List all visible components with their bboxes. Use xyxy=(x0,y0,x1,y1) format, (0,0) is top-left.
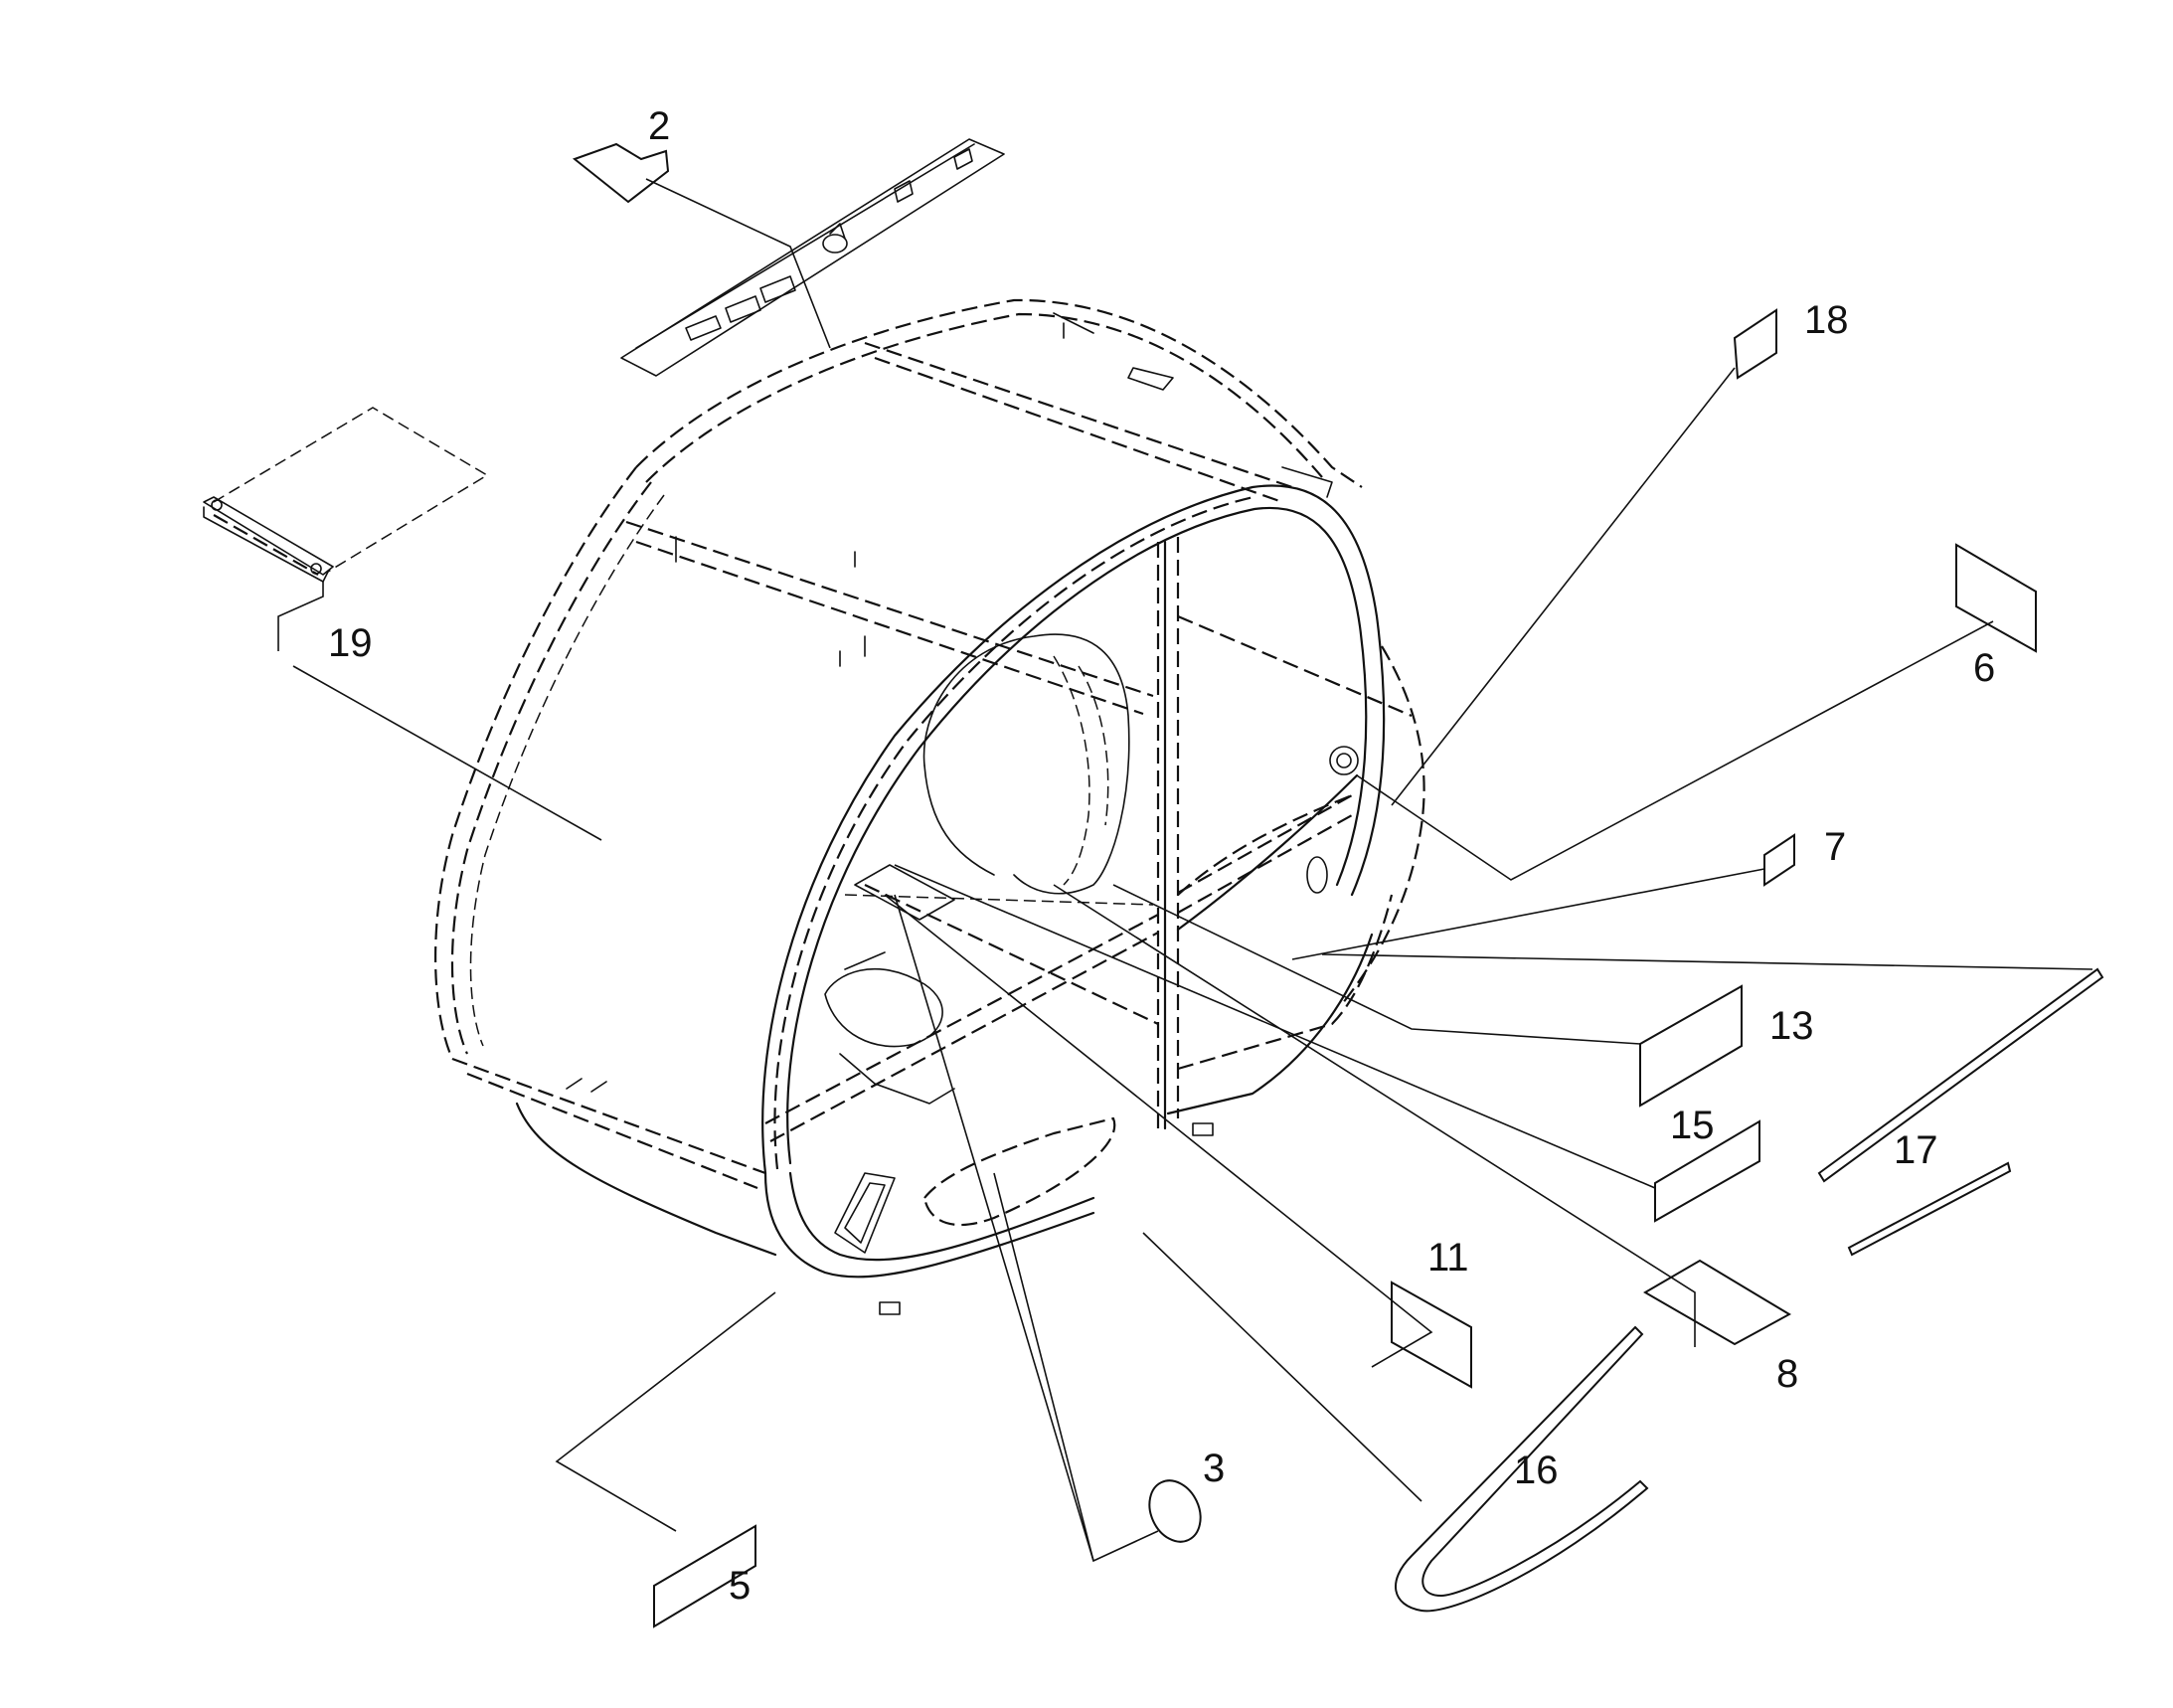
decal-7 xyxy=(1763,833,1795,887)
callout-2: 2 xyxy=(648,104,670,148)
callout-11: 11 xyxy=(1427,1236,1469,1280)
callout-8: 8 xyxy=(1776,1352,1798,1396)
decal-6 xyxy=(1955,543,2037,653)
decal-2 xyxy=(572,142,670,204)
roof-control-panel xyxy=(620,138,1005,377)
callout-18: 18 xyxy=(1804,298,1849,342)
decals xyxy=(572,142,2104,1628)
leader-lines xyxy=(292,178,2093,1563)
side-panel-assembly xyxy=(203,407,489,651)
callout-3: 3 xyxy=(1203,1447,1225,1490)
callout-numbers: 2 18 19 6 7 13 15 17 11 8 3 16 5 xyxy=(328,104,1995,1608)
callout-19: 19 xyxy=(328,621,373,665)
decal-18 xyxy=(1733,308,1777,380)
callout-7: 7 xyxy=(1824,825,1846,869)
callout-17: 17 xyxy=(1894,1128,1938,1172)
callout-6: 6 xyxy=(1973,646,1995,690)
strip-17a xyxy=(1817,967,2104,1183)
decal-5 xyxy=(653,1524,756,1628)
decal-15 xyxy=(1654,1119,1760,1223)
callout-16: 16 xyxy=(1514,1449,1559,1492)
callout-15: 15 xyxy=(1670,1104,1715,1147)
strip-17b xyxy=(1847,1161,2012,1257)
decal-8 xyxy=(1643,1259,1792,1346)
decal-3 xyxy=(1148,1479,1202,1543)
callout-5: 5 xyxy=(729,1564,751,1608)
callout-13: 13 xyxy=(1769,1004,1814,1048)
cab-body xyxy=(434,298,1425,1315)
decal-11 xyxy=(1391,1281,1472,1389)
decal-13 xyxy=(1639,984,1743,1108)
strip-16 xyxy=(1395,1325,1649,1613)
